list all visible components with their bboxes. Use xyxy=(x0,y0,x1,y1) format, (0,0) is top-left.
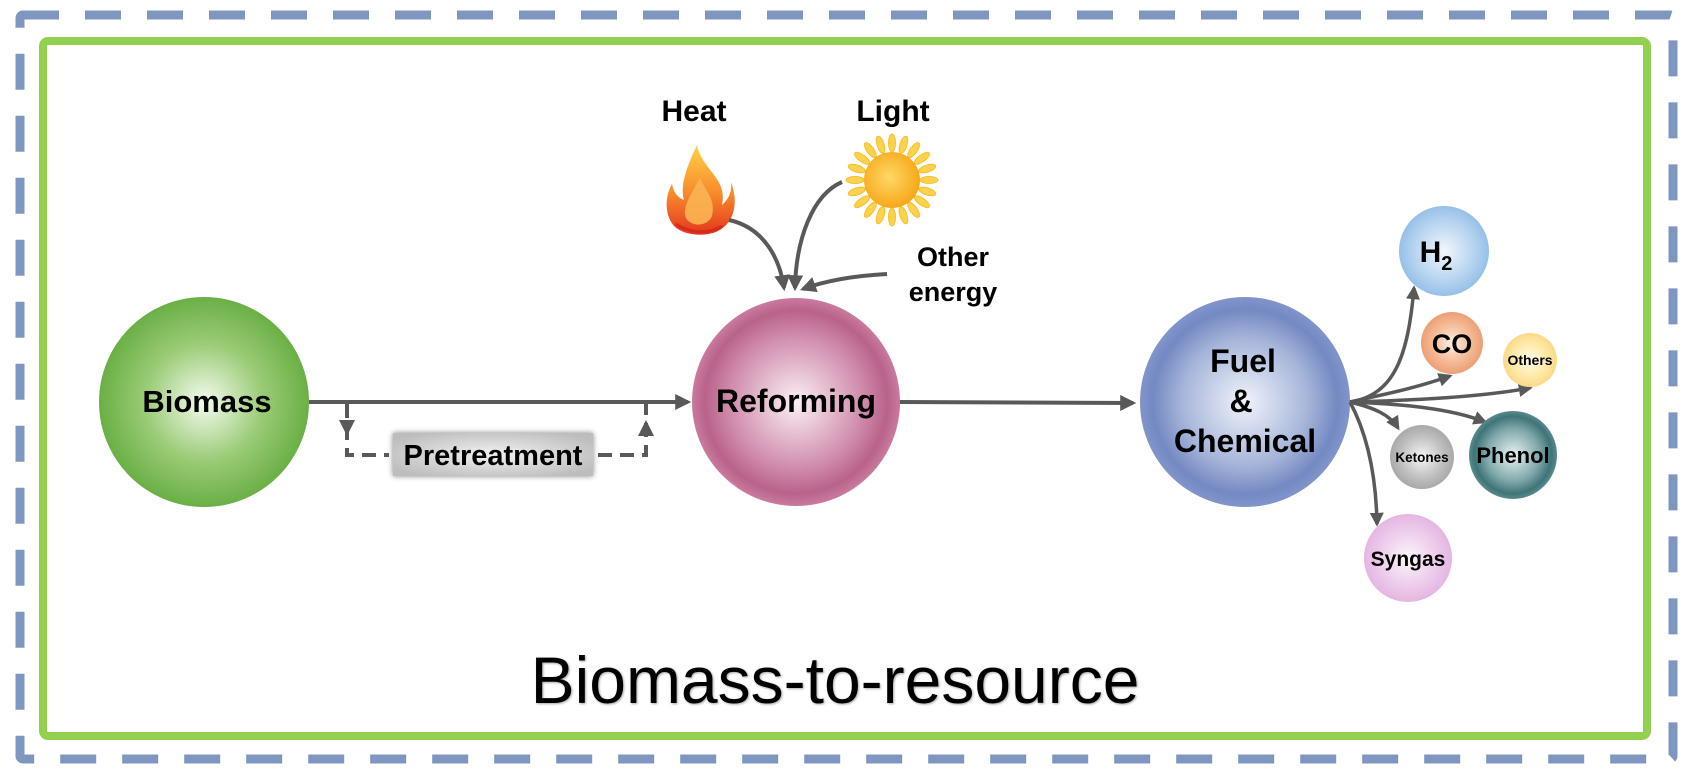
heat-label: Heat xyxy=(661,95,726,128)
arrow-to-others xyxy=(1349,383,1533,404)
biomass-label: Biomass xyxy=(142,384,271,419)
arrow-light-to-reforming xyxy=(787,180,843,292)
diagram-title: Biomass-to-resource xyxy=(531,643,1140,717)
others-label: Others xyxy=(1507,352,1552,368)
pretreatment-label: Pretreatment xyxy=(404,440,583,472)
co-node: CO xyxy=(1421,312,1483,374)
sun-icon xyxy=(845,133,939,227)
sun-ray xyxy=(898,206,909,225)
h2-label: H2 xyxy=(1420,236,1453,275)
sun-ray xyxy=(898,135,909,154)
chemical-label: Chemical xyxy=(1174,423,1316,459)
syngas-label: Syngas xyxy=(1371,548,1446,571)
ketones-label: Ketones xyxy=(1395,450,1448,465)
ketones-node: Ketones xyxy=(1390,425,1454,489)
product-arrows xyxy=(1348,285,1533,527)
outer-dashed-border xyxy=(15,10,1678,764)
biomass-node: Biomass xyxy=(99,297,309,507)
flame-icon xyxy=(666,145,735,235)
sun-ray xyxy=(918,186,937,197)
arrow-to-phenol xyxy=(1349,400,1488,425)
sun-ray xyxy=(875,135,886,154)
fuel-chemical-node: Fuel & Chemical xyxy=(1140,297,1350,507)
arrow-to-co xyxy=(1349,373,1453,404)
fuel-label: Fuel xyxy=(1210,343,1276,379)
sun-ray xyxy=(918,163,937,174)
arrow-reforming-to-fuel xyxy=(899,394,1137,411)
other-energy-label-line2: energy xyxy=(909,277,998,307)
reforming-node: Reforming xyxy=(692,298,900,506)
arrow-to-syngas xyxy=(1348,401,1384,527)
sun-ray xyxy=(845,176,865,185)
down-arrow-icon xyxy=(339,420,355,436)
inner-green-border xyxy=(39,37,1651,740)
ampersand-label: & xyxy=(1229,383,1252,419)
arrow-to-ketones xyxy=(1349,400,1400,431)
pretreatment-box: Pretreatment xyxy=(393,433,593,476)
co-label: CO xyxy=(1432,329,1473,359)
pretreatment-loop xyxy=(339,404,654,457)
phenol-node: Phenol xyxy=(1469,411,1557,499)
sun-ray xyxy=(887,133,896,153)
phenol-label: Phenol xyxy=(1476,443,1549,468)
others-node: Others xyxy=(1503,333,1557,387)
sun-ray xyxy=(847,186,866,197)
light-label: Light xyxy=(856,95,929,128)
sun-ray xyxy=(919,175,939,184)
sun-ray xyxy=(875,206,886,225)
arrow-to-h2 xyxy=(1349,285,1420,404)
arrow-heat-to-reforming xyxy=(728,218,791,292)
syngas-node: Syngas xyxy=(1364,514,1452,602)
sun-ray xyxy=(888,207,897,227)
arrow-other-energy-to-reforming xyxy=(799,272,888,293)
reforming-label: Reforming xyxy=(716,383,876,419)
up-arrow-icon xyxy=(638,420,654,436)
sun-ray xyxy=(847,163,866,174)
other-energy-label-line1: Other xyxy=(917,242,990,272)
h2-node: H2 xyxy=(1399,206,1489,296)
